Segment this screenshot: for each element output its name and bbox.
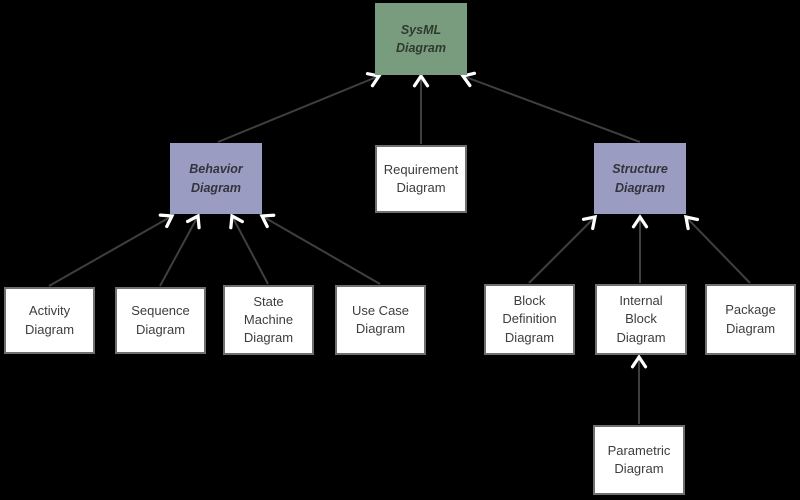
edge-blockdef-to-structure [528, 214, 598, 284]
node-label: Use Case Diagram [351, 302, 410, 336]
node-sequence-diagram: Sequence Diagram [115, 287, 206, 354]
node-use-case-diagram: Use Case Diagram [335, 285, 426, 355]
node-activity-diagram: Activity Diagram [4, 287, 95, 354]
node-behavior-diagram: Behavior Diagram [170, 143, 262, 214]
node-label: Block Definition Diagram [502, 293, 557, 345]
node-label: SysML Diagram [395, 22, 447, 55]
node-internal-block-diagram: Internal Block Diagram [595, 284, 687, 355]
edge-statemachine-to-behavior [229, 213, 269, 285]
node-label: Internal Block Diagram [616, 293, 666, 345]
node-sysml-diagram: SysML Diagram [375, 3, 467, 75]
node-label: Sequence Diagram [131, 303, 190, 337]
edge-usecase-to-behavior [259, 213, 381, 285]
node-label: Requirement Diagram [383, 161, 459, 195]
node-label: Activity Diagram [24, 303, 75, 337]
node-label: Behavior Diagram [189, 162, 243, 195]
node-label: Package Diagram [725, 302, 776, 336]
edge-behavior-to-sysml [217, 72, 382, 143]
node-label: Parametric Diagram [607, 442, 671, 476]
node-block-definition-diagram: Block Definition Diagram [484, 284, 575, 355]
edge-structure-to-sysml [460, 71, 641, 143]
edge-sequence-to-behavior [159, 213, 201, 287]
node-state-machine-diagram: State Machine Diagram [223, 285, 314, 355]
edge-activity-to-behavior [48, 213, 175, 287]
edge-package-to-structure [683, 214, 751, 284]
node-parametric-diagram: Parametric Diagram [593, 425, 685, 495]
node-requirement-diagram: Requirement Diagram [375, 145, 467, 213]
node-structure-diagram: Structure Diagram [594, 143, 686, 214]
node-label: State Machine Diagram [243, 293, 294, 346]
node-label: Structure Diagram [612, 162, 668, 195]
node-package-diagram: Package Diagram [705, 284, 796, 355]
